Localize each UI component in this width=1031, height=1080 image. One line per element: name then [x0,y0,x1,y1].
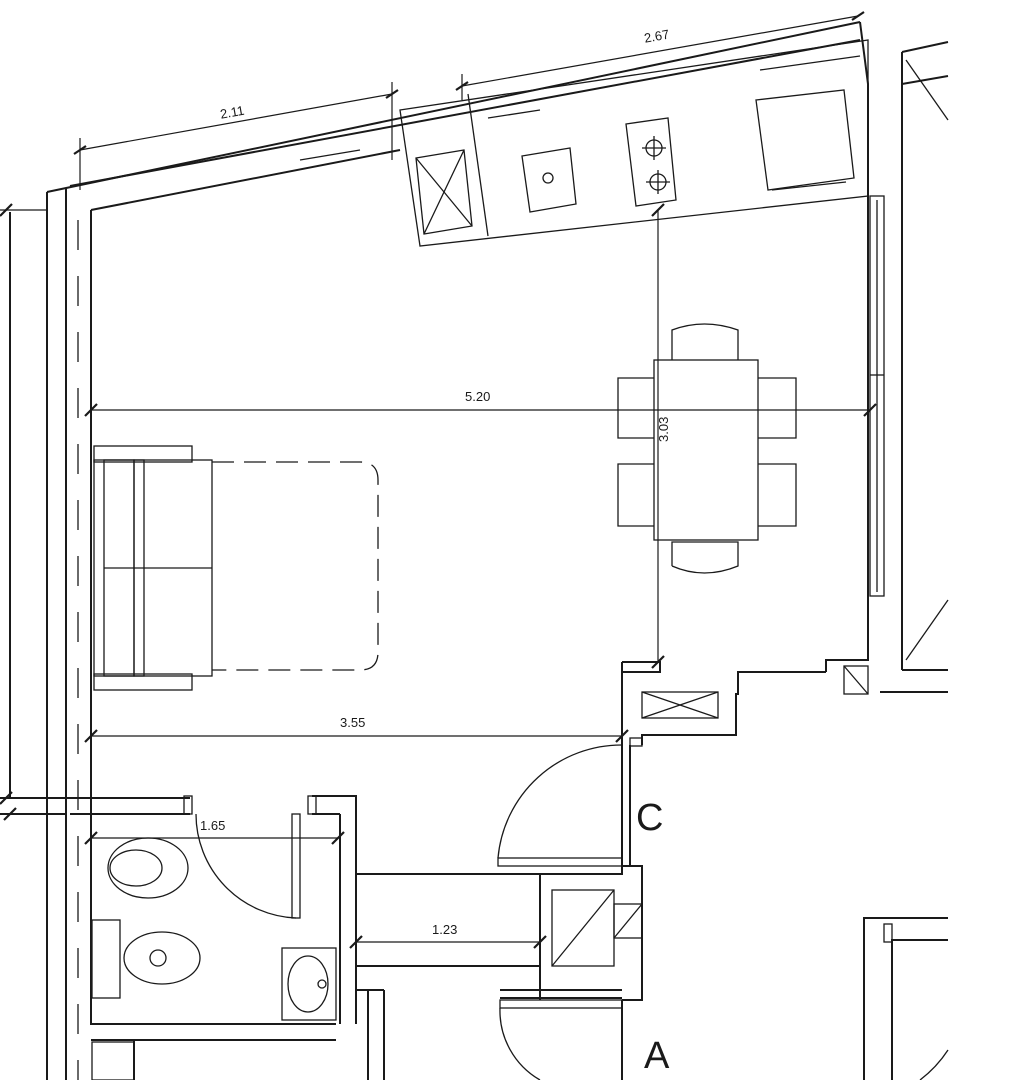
dimension-lines [0,11,877,949]
bathroom-fixtures [91,837,337,1021]
dim-living-width: 5.20 [465,389,490,404]
dining-table [617,323,797,574]
dimension-labels: 2.11 2.67 5.20 3.03 3.55 1.65 1.23 [200,27,671,937]
dim-dining-depth: 3.03 [656,417,671,442]
room-label-c: C [636,797,663,839]
doors [195,59,949,1080]
dim-corridor: 1.23 [432,922,457,937]
dim-top-left: 2.11 [219,103,246,122]
sofa-bed [93,445,379,691]
dim-living-lower: 3.55 [340,715,365,730]
room-label-a: A [644,1035,670,1077]
kitchen-counter [299,39,869,247]
walls [0,21,949,1080]
dim-bathroom: 1.65 [200,818,225,833]
dim-top-right: 2.67 [643,27,671,46]
